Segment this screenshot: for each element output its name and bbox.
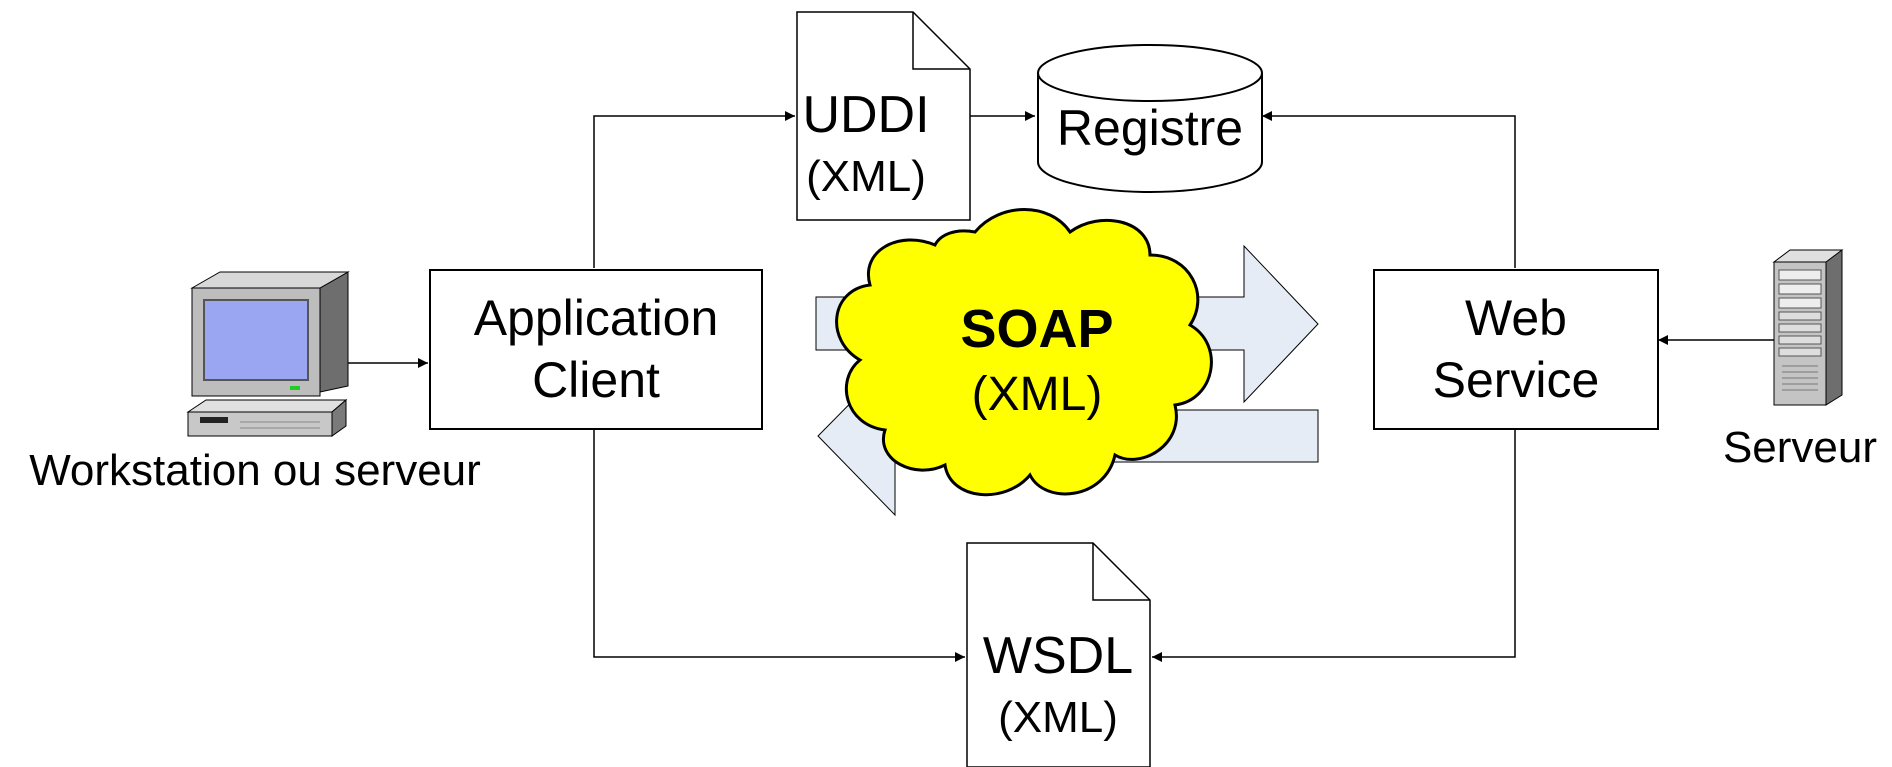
application-client-rect xyxy=(429,269,763,430)
soap-cloud-shape xyxy=(835,208,1213,497)
uddi-document-shape xyxy=(796,11,971,221)
server-label: Serveur xyxy=(1723,423,1877,472)
application-client-box: Application Client xyxy=(429,269,763,430)
wsdl-title: WSDL xyxy=(983,627,1133,685)
registre-cylinder-top xyxy=(1037,44,1263,102)
connector-client-to-uddi xyxy=(593,111,795,268)
wsdl-document-fold xyxy=(1092,543,1150,601)
desktop-computer-icon xyxy=(186,271,350,437)
web-service-rect xyxy=(1373,269,1659,430)
registre-label: Registre xyxy=(1057,100,1243,156)
uddi-document: UDDI (XML) xyxy=(796,11,971,221)
application-client-line2: Client xyxy=(532,352,660,408)
wsdl-document: WSDL (XML) xyxy=(966,542,1151,767)
monitor-screen xyxy=(203,299,309,381)
tower-server-icon xyxy=(1772,249,1844,406)
connector-webservice-to-registre xyxy=(1262,111,1516,268)
web-service-line2: Service xyxy=(1433,352,1600,408)
uddi-document-fold xyxy=(912,12,970,70)
workstation-label: Workstation ou serveur xyxy=(29,446,481,495)
wsdl-subtitle: (XML) xyxy=(998,693,1118,742)
web-service-box: Web Service xyxy=(1373,269,1659,430)
web-service-line1: Web xyxy=(1465,290,1567,346)
registre-database: Registre xyxy=(1037,44,1263,193)
connector-client-to-wsdl xyxy=(593,429,965,662)
wsdl-document-shape xyxy=(966,542,1151,767)
uddi-subtitle: (XML) xyxy=(806,152,926,201)
application-client-line1: Application xyxy=(474,290,719,346)
uddi-title: UDDI xyxy=(802,86,929,144)
connector-webservice-to-wsdl xyxy=(1152,429,1516,662)
registre-cylinder-body xyxy=(1037,73,1263,193)
soap-cloud: SOAP (XML) xyxy=(835,208,1213,497)
soap-subtitle: (XML) xyxy=(972,368,1103,421)
soap-title: SOAP xyxy=(960,299,1113,359)
